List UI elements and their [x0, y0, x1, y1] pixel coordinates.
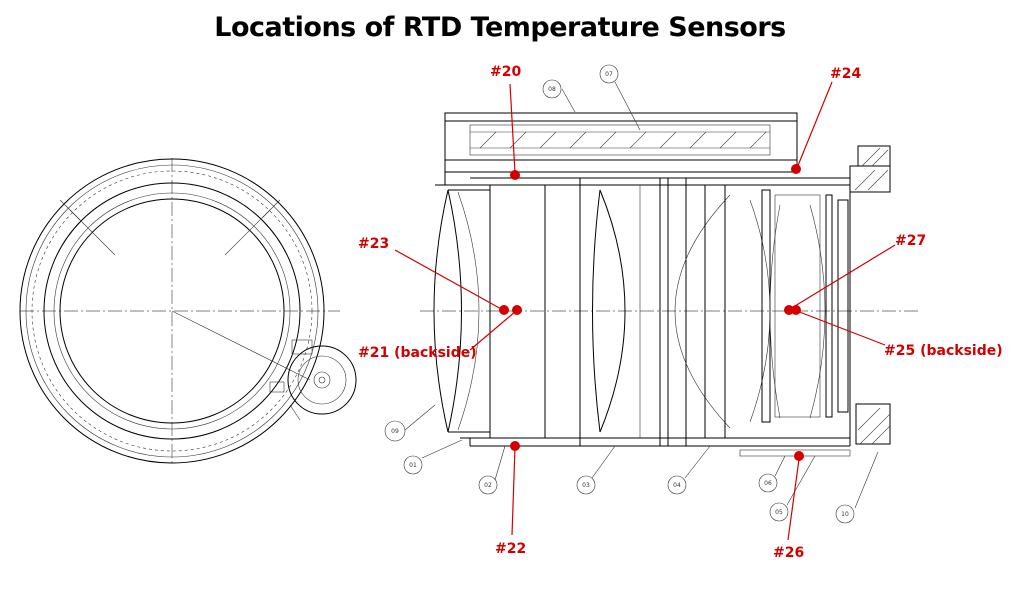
sensor-label-22: #22 — [495, 541, 526, 557]
sensor-label-27: #27 — [895, 233, 926, 249]
sensor-dot-21 — [512, 305, 522, 315]
sensor-dot-22 — [510, 441, 520, 451]
part-balloon-03 — [576, 475, 596, 495]
diagram-title: Locations of RTD Temperature Sensors — [214, 12, 785, 43]
part-balloon-07 — [599, 64, 619, 84]
sensor-dot-25 — [791, 305, 801, 315]
part-balloon-10 — [835, 504, 855, 524]
part-label-01: 01 — [409, 462, 417, 469]
end-view — [19, 158, 357, 465]
part-label-05: 05 — [775, 509, 783, 516]
part-label-04: 04 — [673, 482, 681, 489]
section-view: 08 07 09 01 02 03 04 06 05 — [384, 64, 920, 524]
sensor-label-24: #24 — [830, 66, 861, 82]
sensor-label-23: #23 — [358, 236, 389, 252]
part-label-10: 10 — [841, 511, 849, 518]
part-label-02: 02 — [484, 482, 492, 489]
part-balloon-01 — [403, 455, 423, 475]
sensor-dot-24 — [791, 164, 801, 174]
part-balloon-06 — [758, 473, 778, 493]
part-balloon-08 — [542, 79, 562, 99]
part-balloon-09 — [384, 420, 406, 442]
sensor-dot-20 — [510, 170, 520, 180]
part-label-09: 09 — [391, 428, 399, 435]
part-balloon-05 — [769, 502, 789, 522]
sensor-label-20: #20 — [490, 64, 521, 80]
sensor-label-26: #26 — [773, 545, 804, 561]
part-balloon-02 — [478, 475, 498, 495]
sensor-dot-23 — [499, 305, 509, 315]
sensor-markers: #20 #24 #23 #21 (backside) #27 #25 (back… — [358, 64, 1003, 561]
part-label-06: 06 — [764, 480, 772, 487]
sensor-dot-26 — [794, 451, 804, 461]
part-label-08: 08 — [548, 86, 556, 93]
part-label-03: 03 — [582, 482, 590, 489]
part-label-07: 07 — [605, 71, 613, 78]
sensor-label-21: #21 (backside) — [358, 345, 477, 361]
sensor-label-25: #25 (backside) — [884, 343, 1003, 359]
part-callouts: 08 07 09 01 02 03 04 06 05 — [384, 64, 879, 524]
part-balloon-04 — [667, 475, 687, 495]
sensor-dot-27 — [784, 305, 794, 315]
